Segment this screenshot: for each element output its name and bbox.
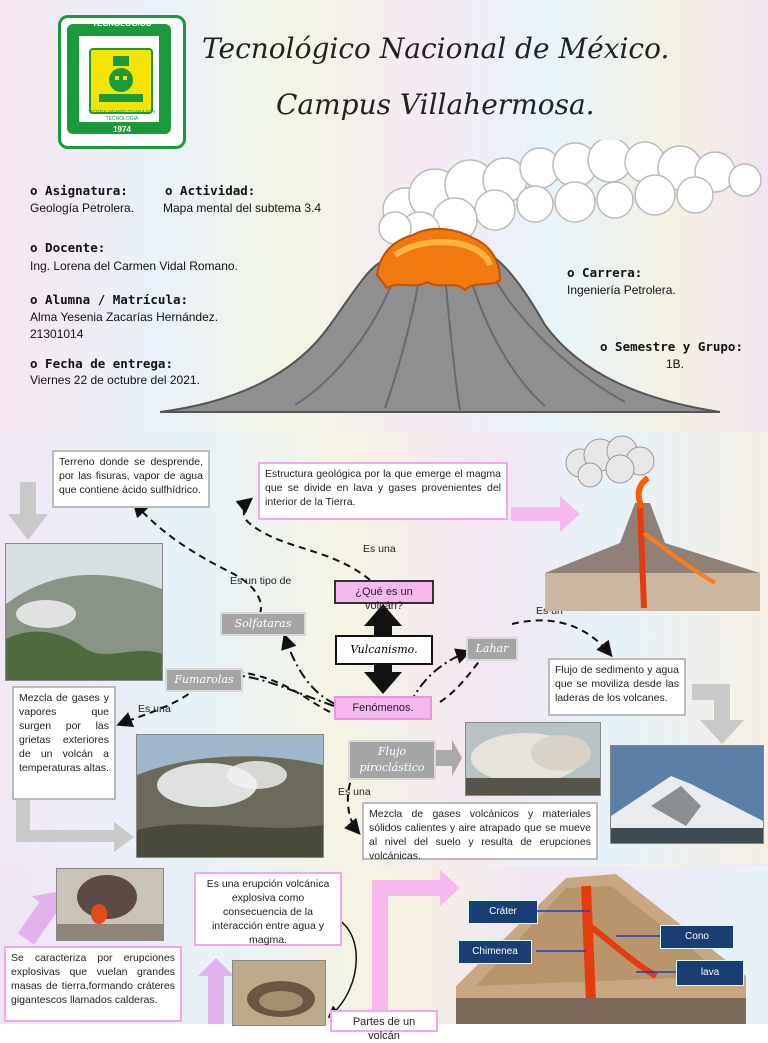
- institute-logo: TECNOLOGICO INSTITUTO VILLAHERMOSA TIERR…: [58, 15, 186, 149]
- parts-pointer-lines: [536, 910, 676, 973]
- flujo-def-box: Mezcla de gases volcánicos y materiales …: [362, 802, 598, 862]
- logo-ring: [67, 24, 171, 134]
- logo-right-text: VILLAHERMOSA: [176, 62, 182, 110]
- phenomena-box: Fenómenos.: [334, 696, 432, 720]
- actividad-label: o Actividad:: [165, 183, 256, 198]
- fumarolas-box: Fumarolas: [165, 668, 243, 692]
- title-line-1: Tecnológico Nacional de México.: [202, 32, 670, 65]
- asignatura-label: o Asignatura:: [30, 183, 128, 198]
- logo-year: 1974: [113, 125, 131, 134]
- fecha-label: o Fecha de entrega:: [30, 356, 173, 371]
- asignatura-value: Geología Petrolera.: [30, 201, 135, 215]
- lava-label: lava: [676, 960, 744, 986]
- logo-emblem-icon: [99, 56, 143, 102]
- matricula-value: 21301014: [30, 327, 84, 341]
- central-concept: Vulcanismo.: [335, 635, 433, 665]
- es-una-label: Es una: [363, 543, 396, 555]
- fecha-value: Viernes 22 de octubre del 2021.: [30, 373, 200, 387]
- alumna-value: Alma Yesenia Zacarías Hernández.: [30, 310, 219, 324]
- volcano-cross-section: [545, 435, 760, 611]
- lahar-photo: [610, 745, 764, 844]
- connector-lines: [8, 482, 744, 852]
- lilac-arrow-up-icon: [198, 958, 234, 1024]
- arrow-down-icon: [364, 662, 402, 694]
- caldera-def-box: Se caracteriza por erupciones explosivas…: [4, 946, 182, 1022]
- partes-box: Partes de un volcán: [330, 1010, 438, 1042]
- gray-arrow-down-right-icon: [692, 684, 744, 744]
- logo-left-text: INSTITUTO: [61, 72, 67, 104]
- docente-label: o Docente:: [30, 240, 106, 255]
- solfataras-box: Solfataras: [220, 612, 306, 636]
- gray-arrow-down-icon: [8, 482, 48, 540]
- question-box: ¿Qué es un volcán?: [334, 580, 434, 612]
- carrera-label: o Carrera:: [567, 265, 643, 280]
- flujo-photo: [465, 722, 601, 796]
- solfataras-def-box: Terreno donde se desprende, por las fisu…: [52, 450, 210, 508]
- lower-connectors: [17, 870, 460, 1024]
- flujo-box: Flujo piroclástico: [348, 740, 436, 780]
- volcano-parts-diagram: [456, 874, 746, 1024]
- alumna-label: o Alumna / Matrícula:: [30, 292, 189, 307]
- chimenea-label: Chimenea: [458, 940, 532, 964]
- eruption-photo: [56, 868, 164, 941]
- carrera-value: Ingeniería Petrolera.: [567, 283, 676, 297]
- title-line-2: Campus Villahermosa.: [276, 88, 595, 121]
- lilac-arrow-icon: [17, 891, 65, 945]
- fumarolas-def-box: Mezcla de gases y vapores que surgen por…: [12, 686, 116, 800]
- flujo-arrow-icon: [436, 740, 462, 776]
- fumarola-photo: [136, 734, 324, 858]
- solfatara-photo: [5, 543, 163, 681]
- es-un-tipo-de-label: Es un tipo de: [230, 575, 292, 587]
- semestre-value: 1B.: [666, 357, 685, 371]
- logo-motto: TIERRA TIEMPO TRABAJO Y TECNOLOGIA: [88, 110, 156, 122]
- lahar-def-box: Flujo de sedimento y agua que se moviliz…: [548, 658, 686, 716]
- es-una-flujo-label: Es una: [338, 786, 371, 798]
- logo-top-text: TECNOLOGICO: [92, 19, 152, 28]
- cono-label: Cono: [660, 925, 734, 949]
- actividad-value: Mapa mental del subtema 3.4: [163, 201, 322, 215]
- arrow-up-icon: [364, 604, 402, 638]
- volcano-illustration: [159, 140, 762, 413]
- es-una-fumarolas-label: Es una: [138, 703, 171, 715]
- freato-def-box: Es una erupción volcánica explosiva como…: [194, 872, 342, 946]
- crater-label: Cráter: [468, 900, 538, 924]
- logo-emblem: [89, 48, 153, 114]
- definition-box: Estructura geológica por la que emerge e…: [258, 462, 508, 520]
- smoke-cloud-icon: [378, 140, 762, 253]
- lahar-box: Lahar: [466, 637, 518, 661]
- pink-arrow-right-icon: [511, 496, 580, 532]
- pink-arrow-partes-icon: [372, 870, 460, 1024]
- docente-value: Ing. Lorena del Carmen Vidal Romano.: [30, 259, 238, 273]
- caldera-photo: [232, 960, 326, 1026]
- semestre-label: o Semestre y Grupo:: [600, 339, 743, 354]
